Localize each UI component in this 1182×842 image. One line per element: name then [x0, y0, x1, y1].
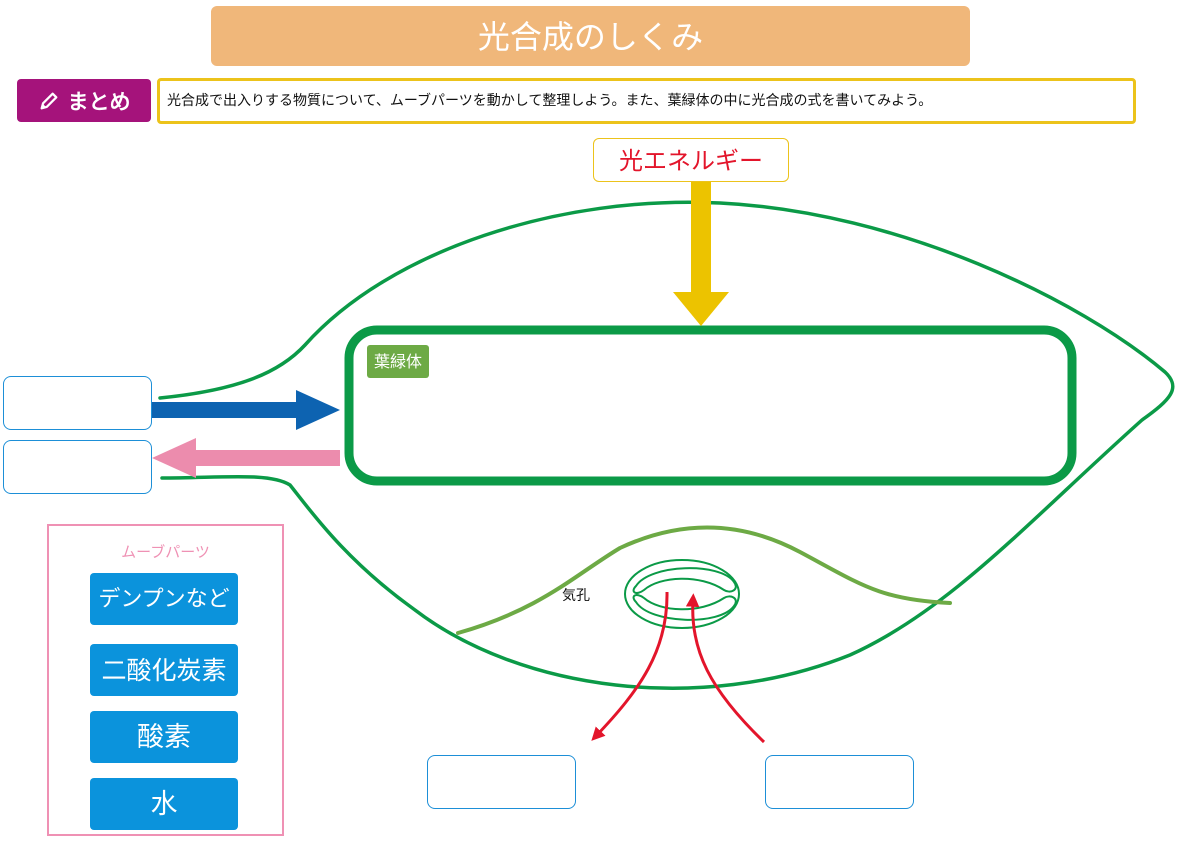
stomata-label: 気孔 [562, 588, 590, 604]
light-arrow [673, 182, 729, 326]
answer-box-stomata-out[interactable] [427, 755, 576, 809]
out-arrow [152, 438, 340, 478]
chloroplast-label: 葉緑体 [367, 345, 429, 378]
answer-box-stomata-in[interactable] [765, 755, 914, 809]
move-parts-title: ムーブパーツ [121, 543, 210, 561]
pencil-icon [40, 92, 57, 109]
move-part-oxygen[interactable]: 酸素 [90, 711, 238, 763]
answer-box-in[interactable] [3, 376, 152, 430]
move-part-carbon-dioxide[interactable]: 二酸化炭素 [90, 644, 238, 696]
leaf-vein [456, 525, 952, 635]
in-arrow [152, 390, 340, 430]
summary-badge-label: まとめ [67, 89, 131, 114]
instruction-text: 光合成で出入りする物質について、ムーブパーツを動かして整理しよう。また、葉緑体の… [157, 78, 1136, 124]
stomata [624, 559, 740, 629]
chloroplast [344, 325, 1077, 486]
move-part-water[interactable]: 水 [90, 778, 238, 830]
page-title: 光合成のしくみ [211, 6, 970, 66]
answer-box-out[interactable] [3, 440, 152, 494]
stomata-out-arrow [591, 591, 669, 741]
move-parts-panel: ムーブパーツ デンプンなど 二酸化炭素 酸素 水 [47, 524, 284, 836]
move-part-starch[interactable]: デンプンなど [90, 573, 238, 625]
light-energy-label: 光エネルギー [593, 138, 789, 182]
summary-badge: まとめ [17, 79, 151, 122]
leaf-outline [158, 200, 1175, 690]
stomata-in-arrow [685, 593, 766, 744]
